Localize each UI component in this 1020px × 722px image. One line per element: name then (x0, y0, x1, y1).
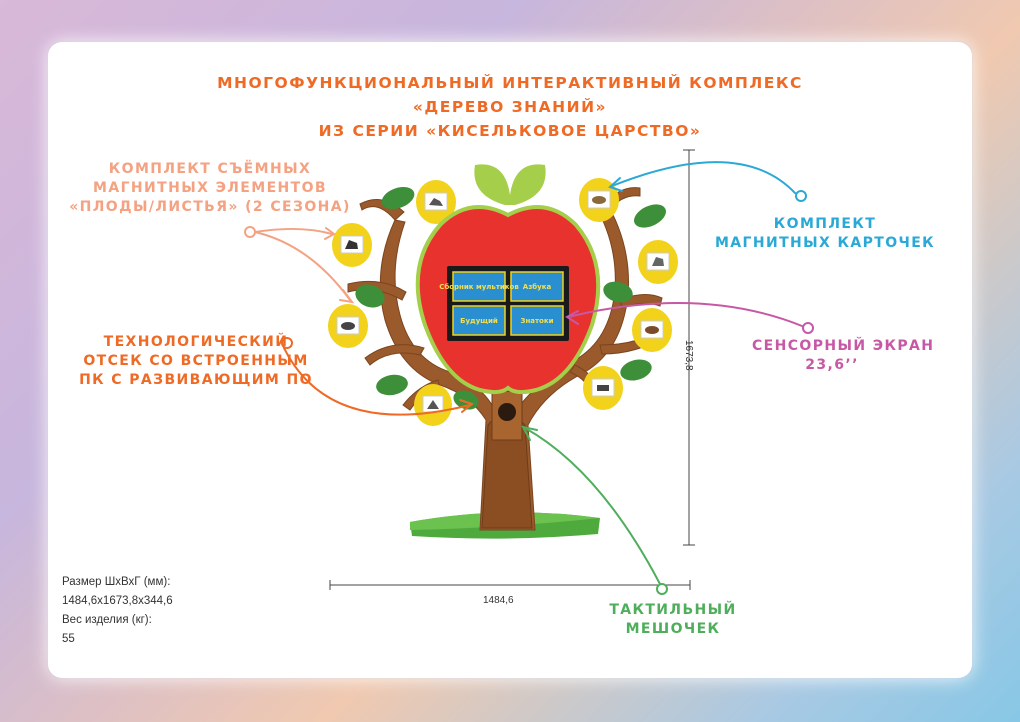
bag-callout-line (521, 425, 661, 585)
touch-screen: Сборник мультиков Азбука Будущий Знатоки (439, 266, 569, 341)
tech-callout-line (283, 347, 475, 416)
fruit-cards (328, 178, 678, 426)
apple-leaf (474, 164, 546, 205)
title-line-3: ИЗ СЕРИИ «КИСЕЛЬКОВОЕ ЦАРСТВО» (318, 122, 702, 140)
screen-callout-line (565, 301, 803, 327)
cards-callout-line (608, 161, 796, 194)
size-label: Размер ШхВхГ (мм): (62, 576, 171, 588)
tactile-bag-opening (498, 403, 516, 421)
label-magnetic-cards: КОМПЛЕКТ МАГНИТНЫХ КАРТОЧЕК (714, 216, 936, 251)
label-magnetic-elements: КОМПЛЕКТ СЪЁМНЫХ МАГНИТНЫХ ЭЛЕМЕНТОВ «ПЛ… (69, 161, 351, 215)
width-dimension-line (329, 580, 691, 590)
label-touch-screen: СЕНСОРНЫЙ ЭКРАН 23,6’’ (752, 338, 935, 373)
weight-label: Вес изделия (кг): (62, 614, 152, 626)
size-value: 1484,6х1673,8х344,6 (62, 595, 173, 607)
screen-callout-dot (802, 322, 814, 334)
title-line-1: МНОГОФУНКЦИОНАЛЬНЫЙ ИНТЕРАКТИВНЫЙ КОМПЛЕ… (217, 74, 803, 92)
screen-tile-3: Будущий (460, 317, 498, 325)
product-specs: Размер ШхВхГ (мм): 1484,6х1673,8х344,6 В… (62, 573, 173, 649)
page-title: МНОГОФУНКЦИОНАЛЬНЫЙ ИНТЕРАКТИВНЫЙ КОМПЛЕ… (0, 71, 1020, 143)
bag-callout-dot (656, 583, 668, 595)
leaf-icons (355, 186, 666, 410)
label-tech-compartment: ТЕХНОЛОГИЧЕСКИЙ ОТСЕК СО ВСТРОЕННЫМ ПК С… (79, 334, 313, 388)
tech-callout-dot (281, 337, 293, 349)
screen-tile-4: Знатоки (520, 317, 553, 325)
magnetic-callout-line (254, 227, 355, 304)
screen-tile-2: Азбука (523, 283, 552, 291)
height-dimension-label: 1673,8 (683, 340, 694, 371)
width-dimension-label: 1484,6 (483, 595, 514, 606)
cards-callout-dot (795, 190, 807, 202)
label-tactile-bag: ТАКТИЛЬНЫЙ МЕШОЧЕК (609, 602, 737, 637)
magnetic-callout-dot (244, 226, 256, 238)
weight-value: 55 (62, 633, 75, 645)
title-line-2: «ДЕРЕВО ЗНАНИЙ» (412, 98, 608, 116)
screen-tile-1: Сборник мультиков (439, 283, 519, 291)
height-dimension-line (683, 149, 695, 546)
